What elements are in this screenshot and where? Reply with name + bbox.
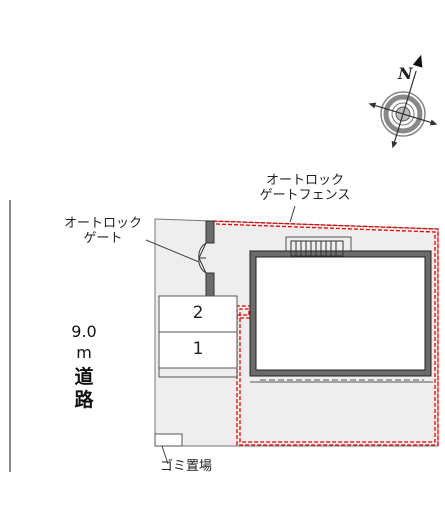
building-walkway (250, 372, 433, 382)
gate-label-line1: オートロック (63, 216, 142, 231)
trash-area (154, 433, 183, 447)
parking-area-edge (158, 295, 238, 378)
road-name-char-2: 路 (74, 389, 94, 411)
stairs-symbol (290, 240, 344, 257)
trash-label: ゴミ置場 (160, 459, 213, 474)
road-name-char-1: 道 (74, 366, 94, 388)
road-unit-label: m (76, 343, 92, 362)
road-width-label: 9.0 (71, 322, 97, 341)
parking-slot-2-label: 2 (192, 303, 204, 323)
parking-slot-2 (158, 295, 238, 333)
fence-gate-label: オートロック ゲートフェンス (245, 173, 365, 204)
building-main-outer-edge (249, 250, 432, 377)
gate-label-line2: ゲート (83, 230, 123, 246)
compass-north-label: N (398, 64, 413, 83)
leader-lines (145, 205, 296, 465)
gate-post-upper (205, 220, 215, 244)
parking-slot-1-label: 1 (192, 339, 204, 359)
fence-gate-label-line2: ゲートフェンス (259, 187, 351, 203)
gate-label: オートロック ゲート (48, 216, 158, 247)
gate-door-symbol (198, 242, 207, 274)
building-main (250, 251, 431, 376)
building-main-inner-edge (255, 256, 426, 371)
compass-icon (368, 54, 438, 149)
fence-gate-label-line1: オートロック (265, 173, 344, 188)
